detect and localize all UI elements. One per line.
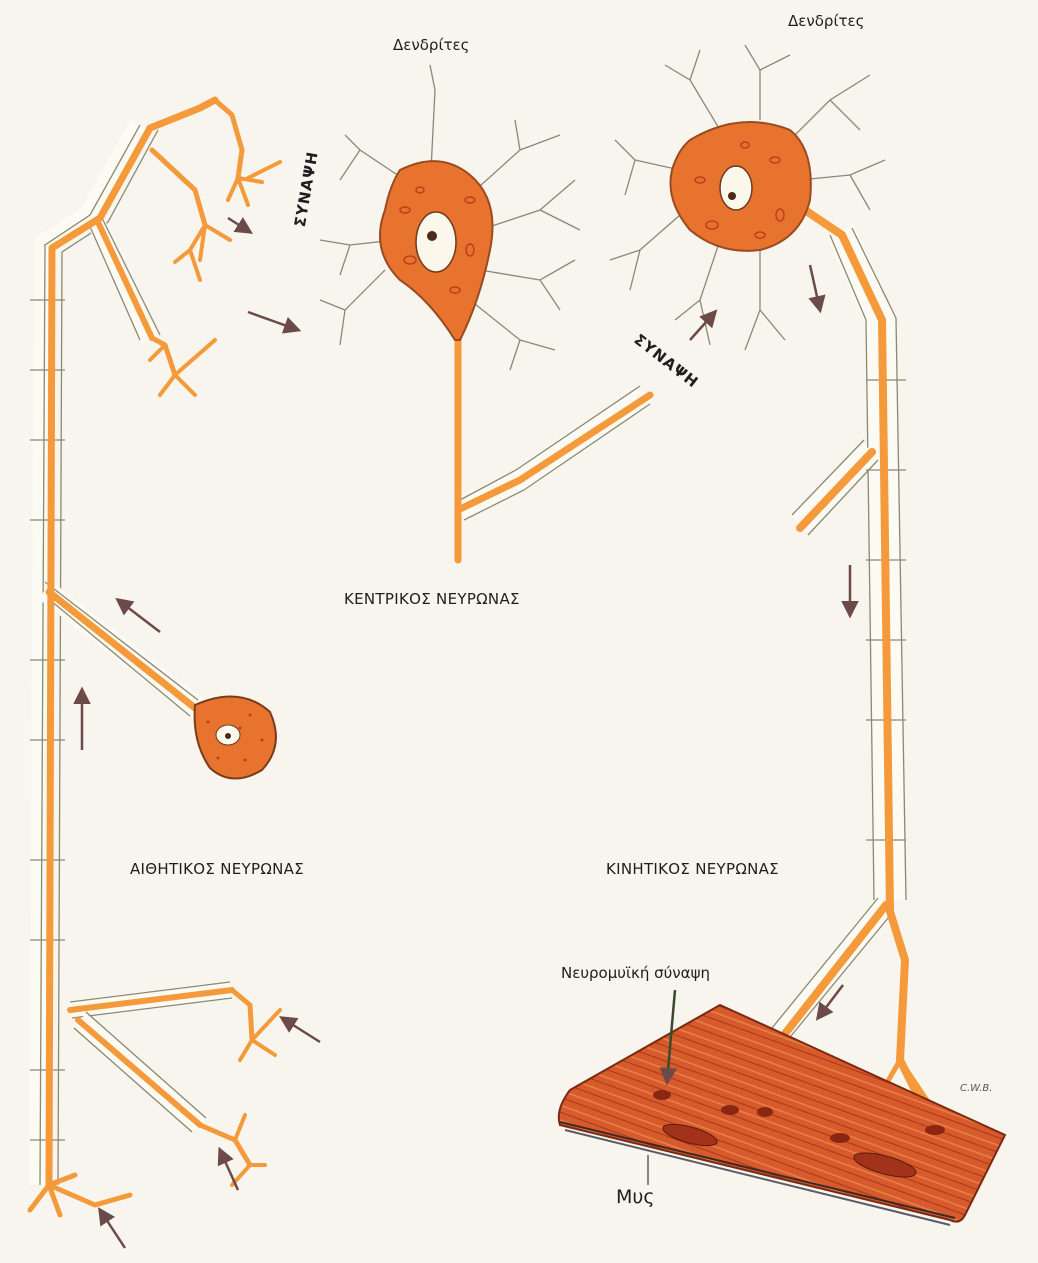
dendrites-label-motor: Δενδρίτες (788, 12, 864, 30)
dendrites-label-central: Δενδρίτες (393, 36, 469, 54)
central-neuron-title: ΚΕΝΤΡΙΚΟΣ ΝΕΥΡΩΝΑΣ (344, 590, 520, 608)
sensory-neuron-title: ΑΙΘΗΤΙΚΟΣ ΝΕΥΡΩΝΑΣ (130, 860, 304, 878)
central-cell-body (380, 161, 493, 340)
motor-signal-arrows (690, 265, 850, 1018)
motor-neuron-title: ΚΙΝΗΤΙΚΟΣ ΝΕΥΡΩΝΑΣ (606, 860, 779, 878)
sensory-neuron (30, 100, 320, 1248)
sensory-cell-body (195, 696, 276, 778)
motor-cell-body (670, 122, 810, 251)
central-axon (458, 300, 650, 560)
artist-signature: C.W.B. (960, 1083, 992, 1094)
muscle-label: Μυς (616, 1186, 655, 1208)
neuromuscular-synapse-label: Νευρομυϊκή σύναψη (561, 964, 710, 982)
sensory-axon (30, 100, 280, 1215)
central-neuron (320, 65, 650, 560)
motor-axon (700, 200, 940, 1130)
